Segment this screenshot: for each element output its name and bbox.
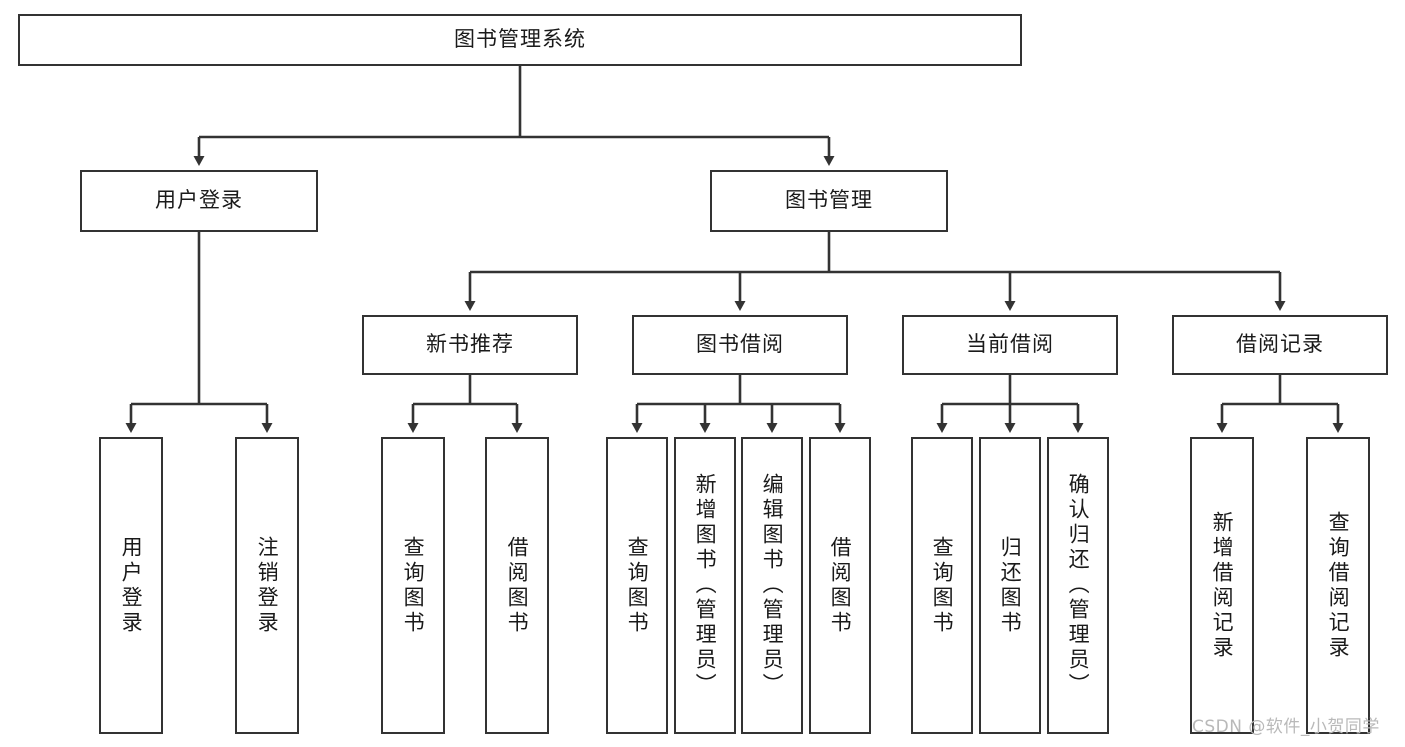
node-leaf-bb-borrow-book-label: 借阅图书 <box>828 535 853 636</box>
node-leaf-br-query-record-label: 查询借阅记录 <box>1326 510 1351 661</box>
node-leaf-bb-add-book-label: 新增图书（管理员） <box>693 473 718 698</box>
node-leaf-cb-confirm-return-label: 确认归还（管理员） <box>1066 473 1091 698</box>
node-leaf-bb-query-book[interactable]: 查询图书 <box>606 437 668 734</box>
node-book-management-label: 图书管理 <box>785 188 873 213</box>
node-leaf-br-add-record-label: 新增借阅记录 <box>1210 510 1235 661</box>
node-leaf-br-add-record[interactable]: 新增借阅记录 <box>1190 437 1254 734</box>
node-leaf-bb-edit-book-label: 编辑图书（管理员） <box>760 473 785 698</box>
node-new-book-recommend[interactable]: 新书推荐 <box>362 315 578 375</box>
node-new-book-recommend-label: 新书推荐 <box>426 332 514 357</box>
node-user-login-label: 用户登录 <box>155 188 243 213</box>
node-leaf-user-login[interactable]: 用户登录 <box>99 437 163 734</box>
node-leaf-bb-edit-book[interactable]: 编辑图书（管理员） <box>741 437 803 734</box>
node-current-borrow[interactable]: 当前借阅 <box>902 315 1118 375</box>
node-leaf-nb-query-book-label: 查询图书 <box>401 535 426 636</box>
node-book-management[interactable]: 图书管理 <box>710 170 948 232</box>
node-root-system-label: 图书管理系统 <box>454 27 586 52</box>
node-leaf-nb-borrow-book[interactable]: 借阅图书 <box>485 437 549 734</box>
node-book-borrow[interactable]: 图书借阅 <box>632 315 848 375</box>
node-user-login[interactable]: 用户登录 <box>80 170 318 232</box>
node-borrow-record[interactable]: 借阅记录 <box>1172 315 1388 375</box>
node-leaf-bb-borrow-book[interactable]: 借阅图书 <box>809 437 871 734</box>
node-current-borrow-label: 当前借阅 <box>966 332 1054 357</box>
node-root-system[interactable]: 图书管理系统 <box>18 14 1022 66</box>
node-leaf-cb-confirm-return[interactable]: 确认归还（管理员） <box>1047 437 1109 734</box>
node-leaf-logout-label: 注销登录 <box>255 535 280 636</box>
node-leaf-cb-query-book-label: 查询图书 <box>930 535 955 636</box>
node-leaf-br-query-record[interactable]: 查询借阅记录 <box>1306 437 1370 734</box>
node-book-borrow-label: 图书借阅 <box>696 332 784 357</box>
node-leaf-cb-return-book[interactable]: 归还图书 <box>979 437 1041 734</box>
node-leaf-nb-query-book[interactable]: 查询图书 <box>381 437 445 734</box>
node-leaf-user-login-label: 用户登录 <box>119 535 144 636</box>
node-borrow-record-label: 借阅记录 <box>1236 332 1324 357</box>
node-leaf-bb-query-book-label: 查询图书 <box>625 535 650 636</box>
node-leaf-cb-return-book-label: 归还图书 <box>998 535 1023 636</box>
node-leaf-logout[interactable]: 注销登录 <box>235 437 299 734</box>
node-leaf-nb-borrow-book-label: 借阅图书 <box>505 535 530 636</box>
node-leaf-bb-add-book[interactable]: 新增图书（管理员） <box>674 437 736 734</box>
node-leaf-cb-query-book[interactable]: 查询图书 <box>911 437 973 734</box>
